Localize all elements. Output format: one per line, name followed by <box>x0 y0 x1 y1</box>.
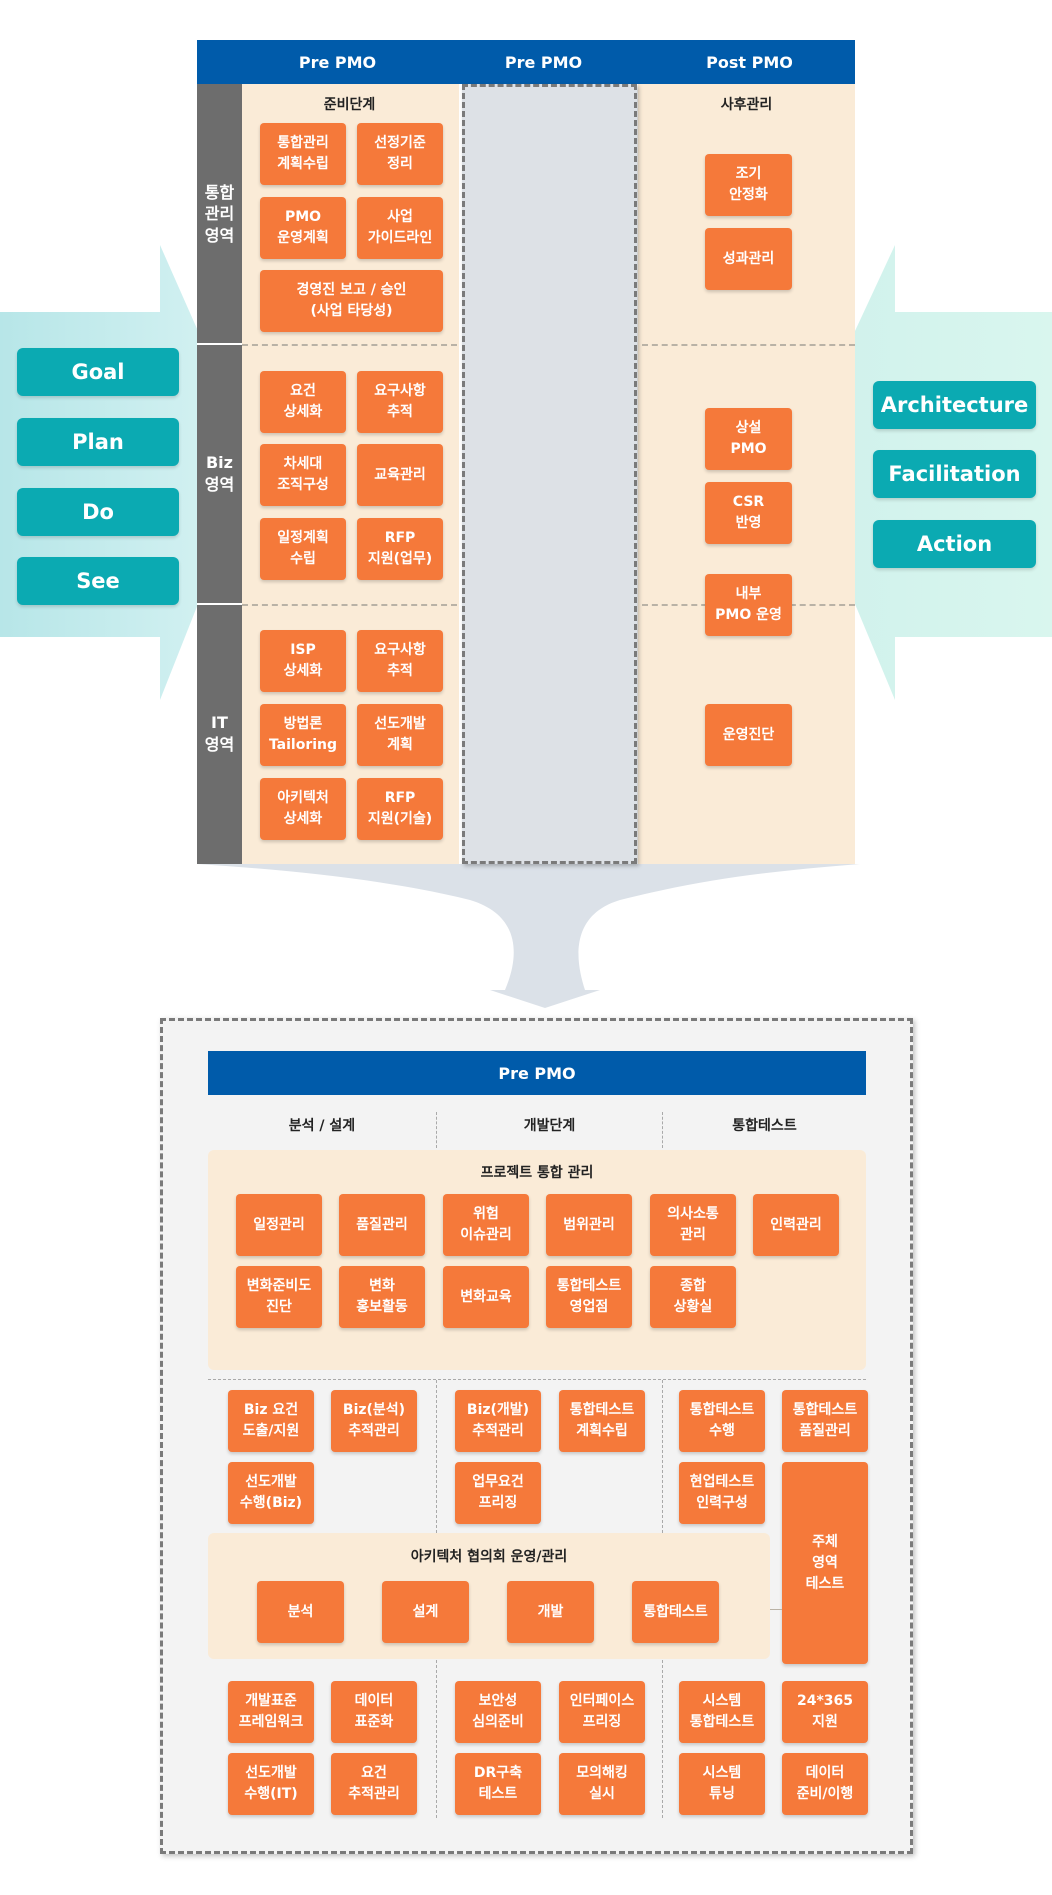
plan-pill: Plan <box>17 418 179 466</box>
phase-integration-test: 통합테스트 <box>732 1118 797 1134</box>
task-box: RFP 지원(업무) <box>357 518 443 580</box>
task-box: 아키텍처 상세화 <box>260 778 346 840</box>
task-box: 선정기준 정리 <box>357 123 443 185</box>
do-pill: Do <box>17 488 179 536</box>
task-box: ISP 상세화 <box>260 630 346 692</box>
task-box: 교육관리 <box>357 444 443 506</box>
task-box: DR구축 테스트 <box>455 1753 541 1815</box>
task-box: 범위관리 <box>546 1194 632 1256</box>
task-box: 선도개발 수행(Biz) <box>228 1462 314 1524</box>
task-box: 통합테스트 계획수립 <box>559 1390 645 1452</box>
detail-header: Pre PMO <box>208 1051 866 1095</box>
phase-divider <box>436 1112 437 1148</box>
row-integrated: 통합 관리 영역 <box>204 182 235 245</box>
task-box: 분석 <box>257 1581 344 1643</box>
task-box: 시스템 통합테스트 <box>679 1681 765 1743</box>
task-box: 성과관리 <box>705 228 792 290</box>
task-box: 일정관리 <box>236 1194 322 1256</box>
task-box: 업무요건 프리징 <box>455 1462 541 1524</box>
task-box: 품질관리 <box>339 1194 425 1256</box>
row-biz: Biz 영역 <box>204 453 235 494</box>
task-box: 운영진단 <box>705 704 792 766</box>
goal-pill: Goal <box>17 348 179 396</box>
task-box: 통합테스트 품질관리 <box>782 1390 868 1452</box>
task-box: 설계 <box>382 1581 469 1643</box>
task-box: 시스템 튜닝 <box>679 1753 765 1815</box>
architecture-pill: Architecture <box>873 381 1036 429</box>
task-box: PMO 운영계획 <box>260 197 346 259</box>
task-box: 데이터 준비/이행 <box>782 1753 868 1815</box>
task-box: RFP 지원(기술) <box>357 778 443 840</box>
task-box: 요건 추적관리 <box>331 1753 417 1815</box>
divider <box>242 604 457 606</box>
task-box: 변화준비도 진단 <box>236 1266 322 1328</box>
task-box: Biz 요건 도출/지원 <box>228 1390 314 1452</box>
task-box: 사업 가이드라인 <box>357 197 443 259</box>
divider <box>242 344 457 346</box>
task-box: 방법론 Tailoring <box>260 704 346 766</box>
task-box: 선도개발 계획 <box>357 704 443 766</box>
see-pill: See <box>17 557 179 605</box>
task-box: 일정계획 수립 <box>260 518 346 580</box>
task-box: CSR 반영 <box>705 482 792 544</box>
project-management-block <box>208 1150 866 1370</box>
task-box: Biz(개발) 추적관리 <box>455 1390 541 1452</box>
row-it: IT 영역 <box>204 713 235 754</box>
row-label-column <box>197 84 242 864</box>
facilitation-pill: Facilitation <box>873 450 1036 498</box>
post-title: 사후관리 <box>720 97 773 113</box>
task-box: 통합테스트 <box>632 1581 719 1643</box>
task-box: 요건 상세화 <box>260 371 346 433</box>
task-box: 통합테스트 수행 <box>679 1390 765 1452</box>
task-box: 의사소통 관리 <box>650 1194 736 1256</box>
task-box-tall: 주체 영역 테스트 <box>782 1462 868 1664</box>
task-box: 보안성 심의준비 <box>455 1681 541 1743</box>
task-box: 인력관리 <box>753 1194 839 1256</box>
task-box: Biz(분석) 추적관리 <box>331 1390 417 1452</box>
row-separator <box>197 603 242 605</box>
top-header-bar <box>197 40 855 84</box>
header-pre-pmo-1: Pre PMO <box>298 52 377 72</box>
task-box: 위험 이슈관리 <box>443 1194 529 1256</box>
task-box: 개발 <box>507 1581 594 1643</box>
architecture-title: 아키텍처 협의회 운영/관리 <box>410 1549 568 1565</box>
divider <box>642 344 855 346</box>
task-box: 변화 홍보활동 <box>339 1266 425 1328</box>
phase-development: 개발단계 <box>523 1118 576 1134</box>
connector-line <box>770 1609 782 1610</box>
task-box: 개발표준 프레임워크 <box>228 1681 314 1743</box>
header-pre-pmo-2: Pre PMO <box>504 52 583 72</box>
task-box: 종합 상황실 <box>650 1266 736 1328</box>
task-box: 인터페이스 프리징 <box>559 1681 645 1743</box>
header-post-pmo: Post PMO <box>706 52 793 72</box>
task-box: 요구사항 추적 <box>357 630 443 692</box>
action-pill: Action <box>873 520 1036 568</box>
divider <box>208 1379 866 1380</box>
phase-analysis: 분석 / 설계 <box>288 1118 356 1134</box>
task-box: 현업테스트 인력구성 <box>679 1462 765 1524</box>
phase-divider <box>662 1112 663 1148</box>
task-box: 24*365 지원 <box>782 1681 868 1743</box>
task-box: 통합관리 계획수립 <box>260 123 346 185</box>
pre-title: 준비단계 <box>323 97 376 113</box>
task-box: 선도개발 수행(IT) <box>228 1753 314 1815</box>
down-funnel <box>197 864 860 1008</box>
task-box: 차세대 조직구성 <box>260 444 346 506</box>
task-box: 통합테스트 영업점 <box>546 1266 632 1328</box>
row-separator <box>197 343 242 345</box>
task-box: 내부 PMO 운영 <box>705 574 792 636</box>
task-box: 모의해킹 실시 <box>559 1753 645 1815</box>
task-box: 상설 PMO <box>705 408 792 470</box>
task-box: 데이터 표준화 <box>331 1681 417 1743</box>
task-box: 조기 안정화 <box>705 154 792 216</box>
task-box: 요구사항 추적 <box>357 371 443 433</box>
task-box: 변화교육 <box>443 1266 529 1328</box>
task-box: 경영진 보고 / 승인 (사업 타당성) <box>260 270 443 332</box>
pre-pmo-highlight-column <box>462 84 637 864</box>
project-title: 프로젝트 통합 관리 <box>480 1165 594 1181</box>
